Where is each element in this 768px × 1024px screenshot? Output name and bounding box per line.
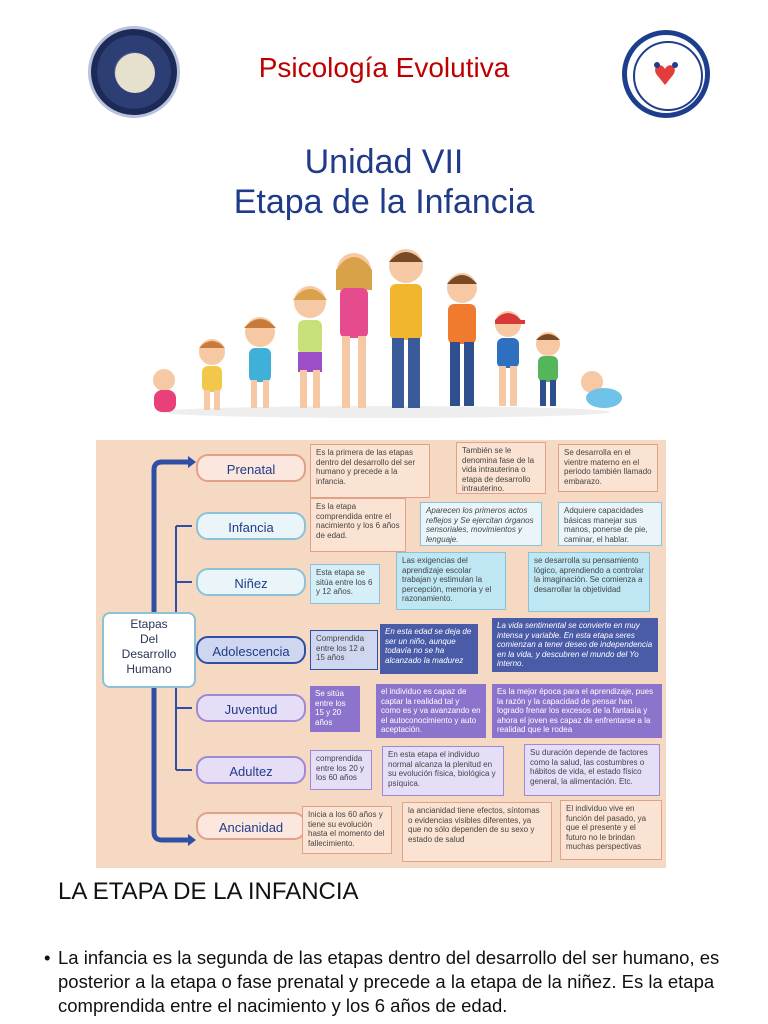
prenatal-desc-1: Es la primera de las etapas dentro del d… (310, 444, 430, 498)
adolescencia-desc-3: La vida sentimental se convierte en muy … (492, 618, 658, 672)
bullet-icon: • (44, 947, 51, 968)
infancia-desc-3: Adquiere capacidades básicas manejar sus… (558, 502, 662, 546)
woman-figure (336, 253, 372, 408)
adultez-desc-1: comprendida entre los 20 y los 60 años (310, 750, 372, 790)
prenatal-desc-2: También se le denomina fase de la vida i… (456, 442, 546, 494)
unit-title: Unidad VII Etapa de la Infancia (0, 142, 768, 222)
family-hearts-icon (654, 62, 678, 85)
stage-infancia: Infancia (196, 512, 306, 540)
juventud-desc-3: Es la mejor época para el aprendizaje, p… (492, 684, 662, 738)
crawling-baby-figure (581, 371, 622, 408)
stage-prenatal: Prenatal (196, 454, 306, 482)
adultez-desc-3: Su duración depende de factores como la … (524, 744, 660, 796)
toddler-figure (199, 339, 225, 410)
diagram-connectors (151, 456, 196, 846)
unit-subtitle: Etapa de la Infancia (233, 183, 535, 221)
ancianidad-desc-1: Inicia a los 60 años y tiene su evolució… (302, 806, 392, 854)
stage-juventud: Juventud (196, 694, 306, 722)
juventud-desc-1: Se sitúa entre los 15 y 20 años (310, 686, 360, 732)
ninez-desc-1: Esta etapa se sitúa entre los 6 y 12 año… (310, 564, 380, 604)
ninez-desc-2: Las exigencias del aprendizaje escolar t… (396, 552, 506, 610)
life-stages-illustration (153, 249, 622, 418)
section-bullet-text: La infancia es la segunda de las etapas … (58, 947, 720, 1016)
center-node-etapas: Etapas Del Desarrollo Humano (102, 612, 196, 688)
child-figure (536, 332, 560, 406)
ninez-desc-3: se desarrolla su pensamiento lógico, apr… (528, 552, 650, 612)
juventud-desc-2: el individuo es capaz de captar la reali… (376, 684, 486, 738)
boy-figure (495, 311, 525, 406)
stage-adolescencia: Adolescencia (196, 636, 306, 664)
unit-number: Unidad VII (304, 143, 464, 181)
adolescencia-desc-1: Comprendida entre los 12 a 15 años (310, 630, 378, 670)
stage-ninez: Niñez (196, 568, 306, 596)
university-seal-logo (88, 26, 180, 118)
ancianidad-desc-3: El individuo vive en función del pasado,… (560, 800, 662, 860)
teen-boy-figure (447, 273, 477, 406)
educacion-escolar-basica-logo (622, 30, 710, 118)
baby-figure (153, 369, 176, 412)
adolescencia-desc-2: En esta edad se deja de ser un niño, aun… (380, 624, 478, 674)
page-title: Psicología Evolutiva (258, 52, 510, 83)
infancia-desc-1: Es la etapa comprendida entre el nacimie… (310, 498, 406, 552)
stage-ancianidad: Ancianidad (196, 812, 306, 840)
section-body: • La infancia es la segunda de las etapa… (44, 946, 722, 1018)
adultez-desc-2: En esta etapa el individuo normal alcanz… (382, 746, 504, 796)
stage-adultez: Adultez (196, 756, 306, 784)
man-figure (389, 249, 423, 408)
ancianidad-desc-2: la ancianidad tiene efectos, síntomas o … (402, 802, 552, 862)
prenatal-desc-3: Se desarrolla en el vientre materno en e… (558, 444, 658, 492)
section-heading: LA ETAPA DE LA INFANCIA (58, 878, 359, 905)
infancia-desc-2: Aparecen los primeros actos reflejos y S… (420, 502, 542, 546)
preteen-girl-figure (293, 286, 327, 408)
human-development-diagram: Etapas Del Desarrollo Humano Prenatal Es… (96, 440, 666, 868)
girl-figure (244, 317, 276, 408)
